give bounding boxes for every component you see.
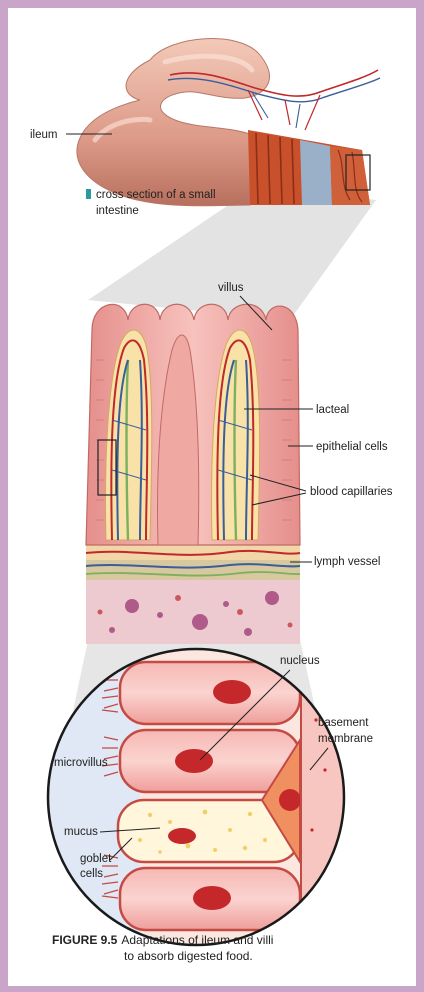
label-epithelial-cells: epithelial cells: [316, 441, 388, 453]
muscle-cross-section: [248, 130, 370, 205]
label-cross-section-1: cross section of a small: [96, 189, 216, 201]
label-villus: villus: [218, 282, 244, 294]
label-basement-2: membrane: [318, 733, 373, 745]
label-basement-1: basement: [318, 717, 369, 729]
label-mucus: mucus: [64, 826, 98, 838]
label-blood-capillaries: blood capillaries: [310, 486, 393, 498]
ileum-illustration: [77, 39, 380, 206]
label-cross-section-2: intestine: [96, 205, 139, 217]
label-lacteal: lacteal: [316, 404, 349, 416]
label-nucleus: nucleus: [280, 655, 320, 667]
label-lymph-vessel: lymph vessel: [314, 556, 380, 568]
cross-section-marker: [86, 189, 91, 199]
figure-caption-line2: to absorb digested food.: [124, 949, 253, 963]
label-goblet-2: cells: [80, 868, 103, 880]
label-ileum: ileum: [30, 129, 57, 141]
caption-text-1: Adaptations of ileum and villi: [121, 933, 273, 947]
figure-number: FIGURE 9.5: [52, 933, 118, 947]
label-goblet-1: goblet: [80, 853, 112, 865]
villi-illustration: [86, 304, 300, 644]
label-microvillus: microvillus: [54, 757, 108, 769]
